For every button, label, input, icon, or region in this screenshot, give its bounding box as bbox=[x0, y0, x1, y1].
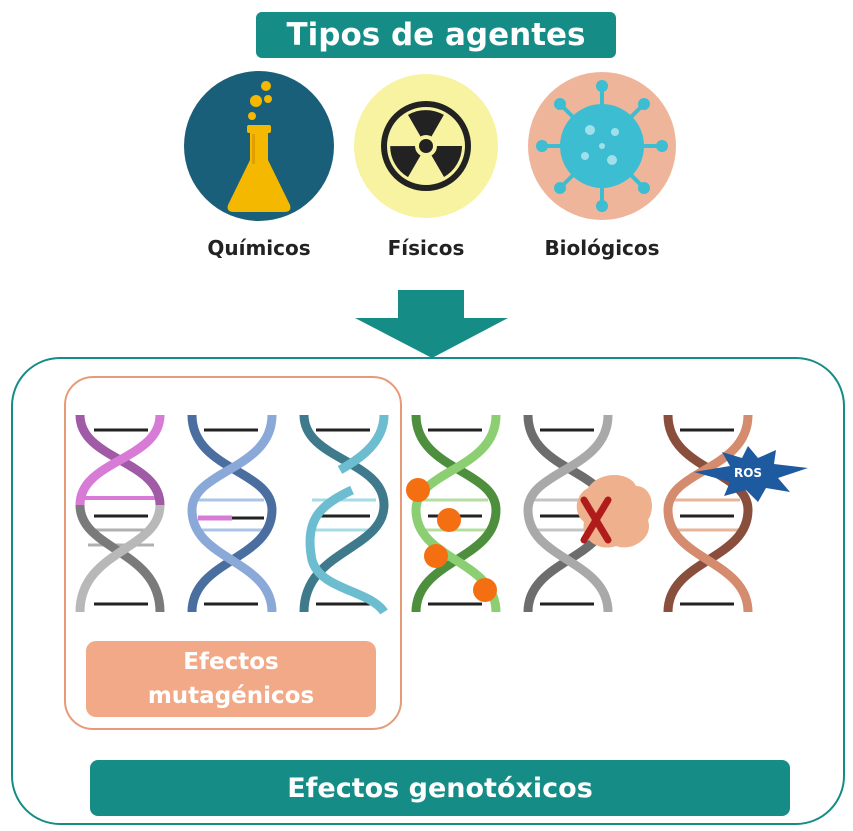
mutagenic-line-1: Efectos bbox=[183, 649, 279, 675]
agent-label-quimicos: Químicos bbox=[207, 236, 311, 260]
dna-helix-1 bbox=[75, 414, 165, 613]
ros-burst-icon bbox=[694, 446, 808, 502]
dna-helix-5 bbox=[523, 414, 652, 613]
flask-icon bbox=[184, 71, 334, 221]
title-banner: Tipos de agentes bbox=[256, 12, 616, 58]
radiation-icon bbox=[354, 74, 498, 218]
genotoxic-label: Efectos genotóxicos bbox=[90, 760, 790, 816]
mutagenic-label: Efectos mutagénicos bbox=[86, 641, 376, 717]
agent-label-fisicos: Físicos bbox=[387, 236, 465, 260]
mutagenic-frame bbox=[64, 376, 402, 730]
protein-blob bbox=[576, 475, 652, 548]
mutagenic-line-2: mutagénicos bbox=[147, 683, 315, 709]
dna-helix-6 bbox=[663, 414, 808, 613]
agent-label-biologicos: Biológicos bbox=[544, 236, 660, 260]
cross-icon bbox=[580, 496, 612, 544]
ros-label: ROS bbox=[733, 466, 763, 480]
virus-icon bbox=[528, 72, 676, 220]
down-arrow bbox=[355, 290, 508, 358]
dna-helix-2 bbox=[187, 414, 277, 613]
title: Tipos de agentes bbox=[286, 17, 586, 53]
dna-helix-3 bbox=[299, 414, 389, 615]
genotoxic-frame bbox=[11, 357, 845, 825]
dna-helix-4 bbox=[406, 414, 501, 613]
